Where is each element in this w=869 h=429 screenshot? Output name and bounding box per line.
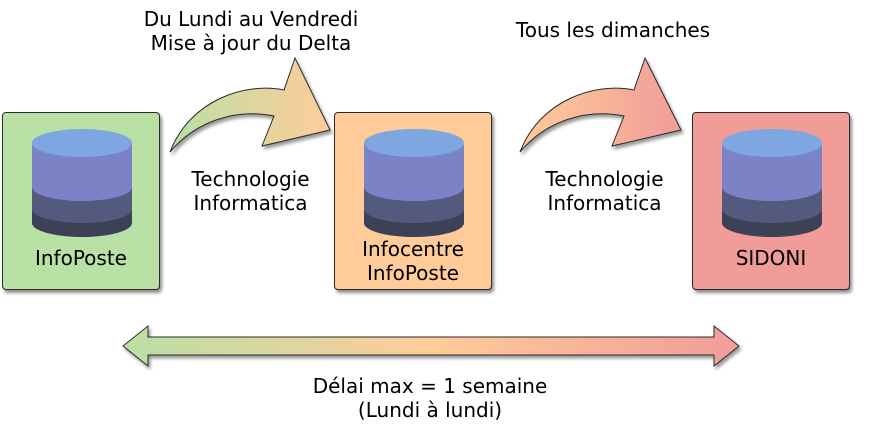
curved-arrow-2 <box>519 56 682 153</box>
store-label-line-1: Infocentre <box>362 237 464 261</box>
technology-line: Informatica <box>193 191 308 215</box>
timeline-double-arrow <box>122 324 740 368</box>
technology-line: Technologie <box>545 167 664 191</box>
database-icon <box>32 129 132 237</box>
store-infoposte: InfoPoste <box>2 112 160 290</box>
store-label: SIDONI <box>735 246 807 270</box>
store-label: InfoPoste <box>34 246 127 270</box>
schedule-line: Mise à jour du Delta <box>150 31 352 55</box>
store-infocentre-infoposte: Infocentre InfoPoste <box>334 112 492 290</box>
timeline-caption: Délai max = 1 semaine (Lundi à lundi) <box>280 374 580 422</box>
technology-text-2: Technologie Informatica <box>532 167 677 215</box>
schedule-line: Du Lundi au Vendredi <box>143 7 359 31</box>
schedule-text-2: Tous les dimanches <box>498 18 728 42</box>
curved-arrow-1 <box>169 56 331 153</box>
store-label-line-2: InfoPoste <box>366 261 459 285</box>
store-label: Infocentre InfoPoste <box>335 237 491 285</box>
timeline-line-2: (Lundi à lundi) <box>357 398 503 422</box>
schedule-text-1: Du Lundi au Vendredi Mise à jour du Delt… <box>136 7 366 55</box>
technology-text-1: Technologie Informatica <box>178 167 323 215</box>
technology-line: Informatica <box>547 191 662 215</box>
schedule-line: Tous les dimanches <box>515 18 711 42</box>
database-icon <box>364 129 464 237</box>
database-icon <box>722 129 822 237</box>
timeline-line-1: Délai max = 1 semaine <box>312 374 548 398</box>
technology-line: Technologie <box>191 167 310 191</box>
store-sidoni: SIDONI <box>692 112 850 290</box>
